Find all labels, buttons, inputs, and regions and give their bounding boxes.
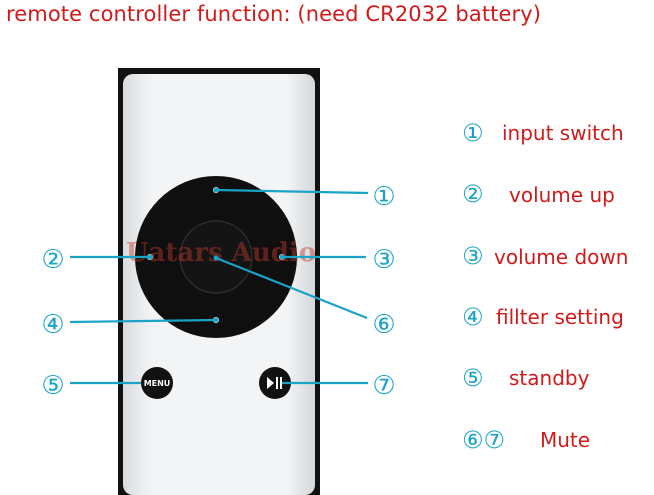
watermark-logo: Uatars Audio bbox=[126, 238, 316, 268]
legend-text-6-7: Mute bbox=[540, 428, 591, 452]
play-pause-button[interactable] bbox=[259, 367, 291, 399]
callout-line-1 bbox=[215, 188, 369, 195]
menu-button-label: MENU bbox=[144, 379, 171, 388]
marker-5: ⑤ bbox=[41, 371, 64, 401]
marker-2: ② bbox=[41, 245, 64, 275]
callout-line-4 bbox=[69, 318, 217, 324]
play-pause-icon bbox=[267, 377, 282, 389]
legend-num-3: ③ bbox=[462, 242, 484, 270]
menu-button[interactable] bbox=[141, 367, 173, 399]
callout-lines bbox=[69, 188, 369, 385]
marker-4: ④ bbox=[41, 310, 64, 340]
callout-dots bbox=[147, 187, 285, 323]
legend-num-6-7: ⑥⑦ bbox=[462, 426, 506, 454]
marker-3: ③ bbox=[372, 245, 395, 275]
callout-line-6 bbox=[215, 256, 368, 320]
page-title: remote controller function: (need CR2032… bbox=[6, 2, 542, 26]
marker-1: ① bbox=[372, 182, 395, 212]
legend-text-5: standby bbox=[509, 366, 590, 390]
legend-text-1: input switch bbox=[502, 121, 624, 145]
legend-num-5: ⑤ bbox=[462, 364, 484, 392]
legend-num-4: ④ bbox=[462, 303, 484, 331]
legend-text-2: volume up bbox=[509, 183, 615, 207]
legend-num-1: ① bbox=[462, 119, 484, 147]
legend-text-4: fillter setting bbox=[496, 305, 624, 329]
legend-num-2: ② bbox=[462, 180, 484, 208]
legend-text-3: volume down bbox=[494, 245, 629, 269]
marker-7: ⑦ bbox=[372, 371, 395, 401]
marker-6: ⑥ bbox=[372, 310, 395, 340]
